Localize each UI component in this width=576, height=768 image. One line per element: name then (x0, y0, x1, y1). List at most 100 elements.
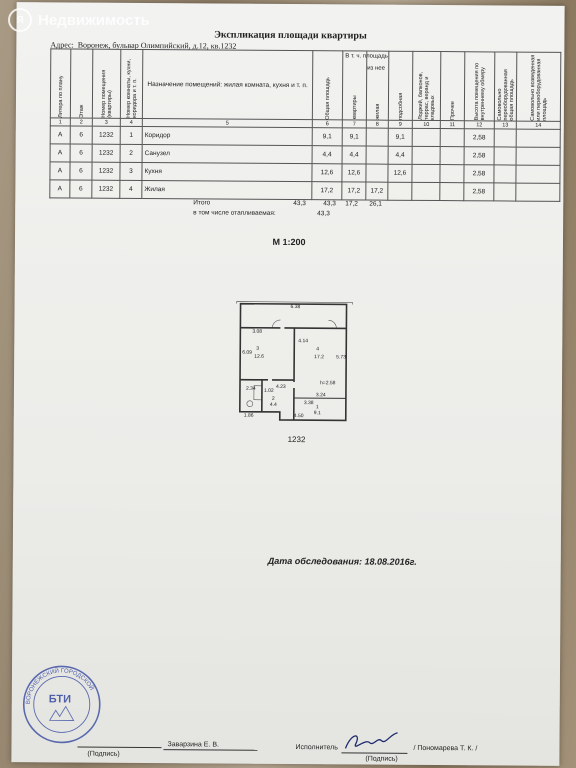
left-signer-name: Заварзина Е. В. (167, 741, 219, 749)
table-cell: 6 (69, 179, 92, 199)
plan-dimension: 1.02 (264, 388, 274, 394)
toilet-fixture (246, 400, 254, 407)
table-cell: 2,58 (463, 182, 494, 201)
table-cell (365, 164, 389, 183)
plan-dimension: 3.24 (316, 392, 326, 398)
table-cell: А (50, 143, 71, 162)
table-cell: 2,58 (463, 164, 495, 183)
table-cell: 12,6 (311, 163, 343, 182)
table-cell: 12,6 (387, 164, 413, 183)
plan-dimension: 3.38 (304, 400, 314, 406)
table-cell (411, 182, 440, 201)
table-cell: 1232 (92, 126, 121, 145)
table-cell: 6 (69, 161, 93, 181)
group-header: В т. ч. площадь (345, 53, 388, 60)
executor-label: Исполнитель (295, 744, 338, 752)
left-signature-caption: (Подпись) (87, 750, 120, 758)
table-header-cell: Лоджий, балконов, террас, веранд и кладо… (417, 71, 436, 121)
table-cell: Коридор (142, 126, 313, 146)
column-number: 3 (92, 118, 121, 127)
table-cell: 6 (70, 143, 93, 163)
table-cell (494, 146, 517, 166)
table-header-cell: Номер помещения (квартиры) (100, 69, 113, 118)
table-cell: 4,4 (312, 145, 343, 164)
heated-label: в том числе отапливаемая: (193, 209, 276, 217)
bath-fixture (253, 385, 263, 401)
table-header-cell: Самовольно переоборудованная общая площа… (496, 69, 516, 121)
table-cell (387, 182, 412, 201)
table-cell (493, 182, 516, 202)
table-cell: 1232 (91, 162, 121, 181)
table-cell: 17,2 (365, 182, 388, 201)
column-number: 6 (312, 119, 343, 128)
table-cell: 2,58 (464, 146, 495, 165)
explication-table: Литера по плану Этаж Номер помещения (кв… (49, 48, 561, 202)
plan-dimension: 6.09 (242, 350, 252, 356)
totals-total-area: 43,3 (293, 200, 306, 208)
room-number: 2 (272, 396, 275, 402)
table-cell (412, 146, 441, 165)
table-header-cell: Этаж (78, 104, 85, 118)
table-cell (515, 183, 560, 202)
totals-living-area: 17,2 (345, 200, 358, 208)
heated-value: 43,3 (317, 210, 330, 218)
table-header-cell: Прочее (449, 101, 456, 121)
table-cell: Кухня (141, 162, 313, 182)
plan-dimension: 6.38 (291, 304, 301, 310)
column-number: 1 (50, 117, 71, 126)
right-signer-name: / Пономарева Т. К. / (413, 744, 478, 753)
table-header-cell: квартиры (351, 95, 358, 120)
table-header-cell: Общая площадь (324, 76, 331, 120)
room-area: 12.6 (254, 354, 264, 360)
plan-dimension: 1.86 (244, 413, 254, 419)
room-number: 1 (316, 404, 319, 410)
table-header-cell: Литера по плану (57, 74, 64, 118)
table-header-cell: жилая (374, 103, 381, 120)
table-cell: 4,4 (388, 146, 413, 165)
bti-stamp-icon: ВОРОНЕЖСКИЙ ГОРОДСКОЙ БТИ (22, 665, 101, 744)
table-header-cell: Высота помещения по внутреннему обмеру (473, 62, 486, 121)
table-header-row: Литера по плану Этаж Номер помещения (кв… (50, 48, 561, 122)
table-cell (439, 164, 465, 183)
plan-dimension: 2.34 (246, 386, 256, 392)
right-signature-caption: (Подпись) (365, 755, 398, 763)
table-header-cell: Самовольно возведенная или переоборудова… (529, 54, 548, 121)
table-cell: 9,1 (388, 128, 413, 147)
room-area: 4.4 (270, 402, 277, 408)
table-cell: 4 (119, 180, 142, 199)
yandex-logo-icon: Я (8, 8, 32, 32)
table-cell: 2 (120, 144, 143, 163)
column-number: 7 (342, 119, 367, 129)
column-number: 12 (464, 120, 495, 129)
table-cell (440, 146, 465, 165)
table-cell (366, 128, 389, 147)
column-number: 10 (412, 120, 441, 129)
table-cell: 4,4 (342, 145, 367, 165)
table-header-cell: Назначение помещений: жилая комната, кух… (147, 80, 308, 89)
plan-dimension: 4.14 (298, 338, 308, 344)
column-number: 13 (494, 120, 517, 130)
scale-label: М 1:200 (272, 236, 306, 248)
table-cell: 2,58 (464, 128, 495, 147)
subgroup-header: из нее (367, 65, 385, 72)
table-cell: 17,2 (311, 181, 342, 200)
room-number: 4 (316, 346, 319, 352)
balcony-rail (236, 301, 353, 305)
totals-label: Итого (193, 199, 211, 207)
door-swing (272, 319, 281, 328)
plan-dimension: h=2.58 (320, 380, 336, 386)
table-cell (493, 164, 517, 184)
table-cell (411, 164, 441, 183)
table-cell: 12,6 (341, 163, 367, 183)
table-cell: 1232 (91, 180, 120, 199)
survey-date: Дата обследования: 18.08.2016г. (267, 555, 417, 567)
plan-apartment-number: 1232 (287, 434, 306, 445)
column-number: 9 (388, 120, 413, 129)
table-cell (494, 128, 517, 148)
table-cell: 1232 (92, 144, 121, 163)
table-cell: 1 (120, 126, 143, 145)
plan-dimension: 4.23 (276, 384, 286, 390)
table-cell (412, 128, 441, 147)
handwritten-signature-icon (344, 732, 398, 749)
column-number: 8 (366, 120, 389, 129)
